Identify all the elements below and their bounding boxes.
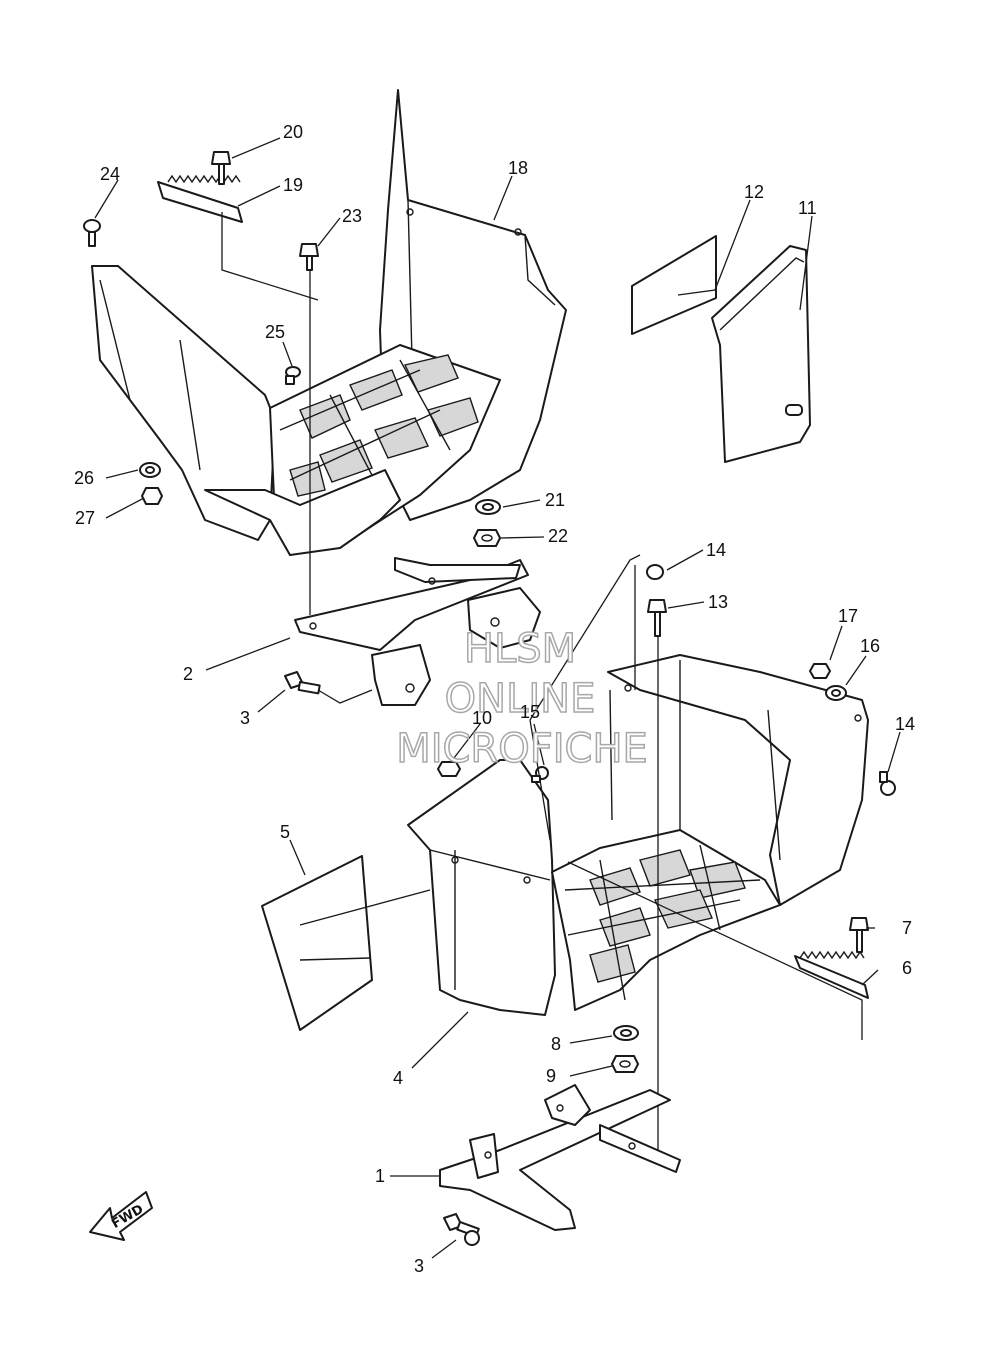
bolt-14-upper [634,564,664,690]
bolt-7 [849,917,869,953]
callout-1: 1 [375,1166,385,1186]
watermark: HLSM ONLINE MICROFICHE [395,625,648,773]
callout-7: 7 [902,918,912,938]
bracket-2 [294,557,541,706]
callout-4: 4 [393,1068,403,1088]
nut-27 [141,487,163,505]
callout-6: 6 [902,958,912,978]
callout-2: 2 [183,664,193,684]
callout-21: 21 [545,490,565,510]
callout-20: 20 [283,122,303,142]
bolt-20 [211,151,231,185]
callout-23: 23 [342,206,362,226]
nut-22 [473,529,501,547]
callout-16: 16 [860,636,880,656]
watermark-line-3: MICROFICHE [396,726,648,772]
bolt-24 [83,219,101,247]
washer-21 [475,499,501,515]
side-panel-left [91,265,276,541]
callout-9: 9 [546,1066,556,1086]
mud-guard-4 [407,759,556,1016]
leader-lines [94,137,901,1259]
step-plate-19 [157,174,319,301]
washer-8 [613,1025,639,1041]
callout-17: 17 [838,606,858,626]
callout-12: 12 [744,182,764,202]
lower-footrest-assembly [407,654,869,1016]
watermark-line-1: HLSM [464,626,576,672]
nut-9 [611,1055,639,1073]
nut-10 [437,761,461,777]
bolt-3-lower [443,1213,480,1246]
callout-25: 25 [265,322,285,342]
callout-24: 24 [100,164,120,184]
callout-14-right: 14 [895,714,915,734]
bolt-3-upper [284,671,373,704]
callout-5: 5 [280,822,290,842]
step-plate-6 [794,950,869,999]
washer-26 [139,462,161,478]
callout-15: 15 [520,702,540,722]
callout-18: 18 [508,158,528,178]
callout-19: 19 [283,175,303,195]
side-panel-right [607,654,869,906]
nut-17 [809,663,831,679]
callout-8: 8 [551,1034,561,1054]
bolt-14-right [879,771,896,796]
footboard-lower-edge [204,469,401,556]
callout-labels: 1 2 3 3 4 5 6 7 8 9 10 11 12 13 14 14 15… [74,122,915,1276]
callout-11: 11 [798,198,817,218]
bracket-1 [439,1084,681,1231]
callout-3-lower: 3 [414,1256,424,1276]
upper-footrest-assembly [91,89,567,556]
watermark-line-2: ONLINE [445,676,596,722]
bolt-23 [299,243,319,615]
callout-22: 22 [548,526,568,546]
callout-26: 26 [74,468,94,488]
cover-11 [711,245,811,463]
bolt-25 [285,366,301,385]
callout-27: 27 [75,508,95,528]
bolt-13 [647,599,667,1150]
callout-10: 10 [472,708,492,728]
callout-13: 13 [708,592,728,612]
callout-3-upper: 3 [240,708,250,728]
washer-16 [825,685,847,701]
callout-14-upper: 14 [706,540,726,560]
panel-5 [261,855,373,1031]
panel-12 [631,235,717,335]
forward-arrow-icon: FWD [89,1191,153,1241]
